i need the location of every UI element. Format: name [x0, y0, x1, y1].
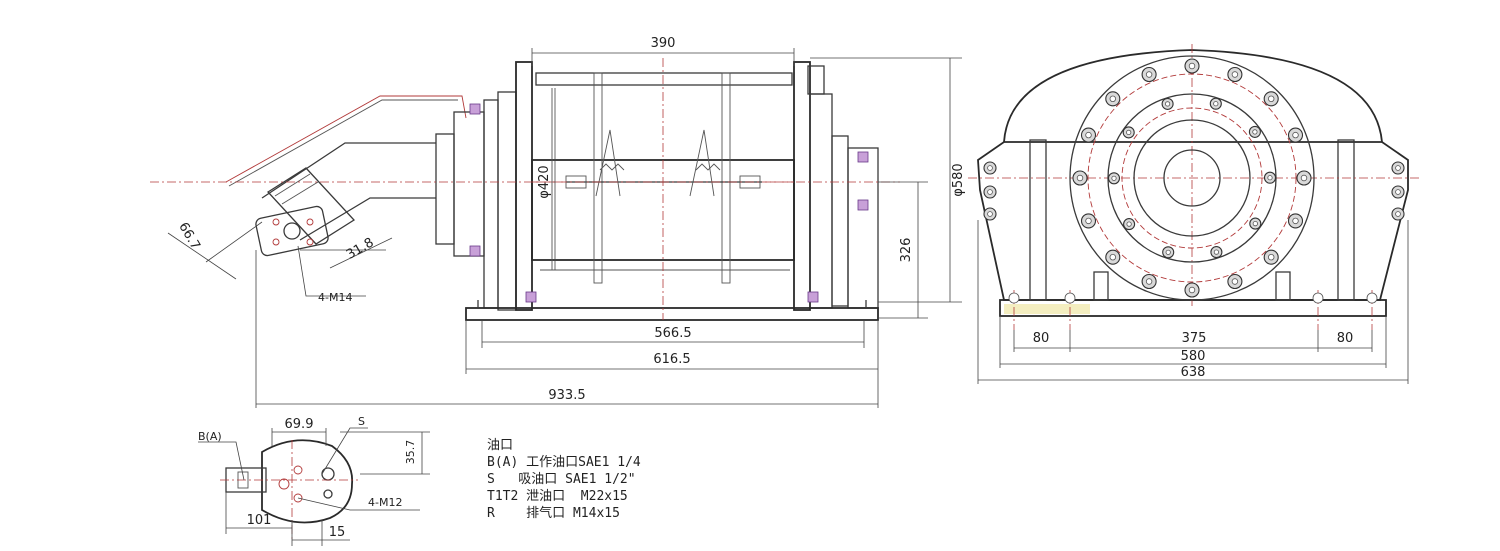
side-gear-outer-ring: [1069, 55, 1315, 301]
notes-line-ba: B(A) 工作油口SAE1 1/4: [487, 455, 641, 470]
bolt-hole: [1111, 175, 1117, 181]
drum-flange-right: [793, 61, 811, 311]
dim-side-375: 375: [1182, 331, 1207, 346]
dim-port-35-7: 35.7: [404, 440, 417, 465]
bolt-hole: [1300, 174, 1308, 182]
bolt-hole: [1292, 131, 1299, 139]
dim-center-height-326: 326: [899, 238, 914, 263]
dim-length-616-5: 616.5: [653, 352, 690, 367]
bolt-hole: [1267, 95, 1275, 102]
notes-line-r: R 排气口 M14x15: [487, 506, 620, 521]
port-flange-body: [261, 439, 354, 524]
gearbox-end: [847, 147, 879, 309]
bolt-hole: [1292, 217, 1299, 225]
side-bolt-circle: [1072, 58, 1312, 298]
top-guard-bar: [535, 72, 793, 86]
dim-width-390: 390: [651, 36, 676, 51]
bolt-hole: [1231, 71, 1239, 78]
dim-motor-31-8: 31.8: [344, 235, 377, 262]
bolt-hole: [1145, 278, 1153, 285]
dim-drum-dia-420: φ420: [537, 165, 552, 198]
bolt-hole: [1076, 174, 1084, 182]
port-detail-view: 69.9 S 35.7 B(A) 4-M12 101 15: [198, 415, 430, 546]
motor-body-bottom: [299, 197, 436, 241]
side-base-bolts: [1008, 290, 1378, 330]
motor-port-plate: [255, 205, 329, 257]
bolt-hole: [1267, 254, 1275, 261]
bolt-hole: [1145, 71, 1153, 78]
bolt-hole: [1252, 129, 1258, 135]
bolt-hole: [1109, 95, 1116, 102]
dim-length-566-5: 566.5: [654, 326, 691, 341]
dim-side-638: 638: [1181, 365, 1206, 380]
motor-mount-flange: [435, 133, 455, 245]
bolt-hole: [1126, 129, 1132, 135]
dim-port-15: 15: [329, 525, 346, 540]
drum-flange-left: [515, 61, 533, 311]
side-view: [968, 44, 1420, 330]
label-4-m14: 4-M14: [318, 291, 352, 304]
dim-port-69-9: 69.9: [285, 417, 314, 432]
bolt-hole: [1085, 217, 1092, 225]
base-frame: [465, 307, 879, 321]
dim-port-101: 101: [247, 513, 272, 528]
bolt-hole: [1213, 101, 1219, 107]
bolt-hole: [1126, 221, 1132, 227]
hydraulic-hose: [225, 95, 467, 183]
bolt-hole: [1165, 101, 1171, 107]
front-view: [150, 58, 900, 321]
port-legend-notes: 油口 B(A) 工作油口SAE1 1/4 S 吸油口 SAE1 1/2" T1T…: [487, 437, 641, 522]
bolt-hole: [1085, 131, 1092, 139]
dim-side-80-right: 80: [1337, 331, 1354, 346]
motor-flange: [266, 167, 356, 245]
label-port-ba: B(A): [198, 430, 222, 443]
bolt-hole: [1231, 278, 1239, 285]
label-port-s: S: [358, 415, 365, 428]
side-shaft-hub: [1163, 149, 1221, 207]
dim-side-580: 580: [1181, 349, 1206, 364]
motor-body-top: [261, 142, 436, 199]
dim-motor-66-7: 66.7: [175, 220, 202, 253]
bolt-hole: [1188, 62, 1196, 70]
front-view-dimensions: 390 φ420 φ580 326 566.5 616.5 933.5 66.7: [167, 36, 966, 408]
bolt-hole: [1252, 221, 1258, 227]
side-frame: [977, 141, 1409, 301]
bolt-hole: [1188, 286, 1196, 294]
notes-line-t1t2: T1T2 泄油口 M22x15: [487, 489, 628, 504]
dim-flange-dia-580: φ580: [951, 163, 966, 196]
label-4-m12: 4-M12: [368, 496, 402, 509]
bolt-hole: [1165, 249, 1171, 255]
bolt-hole: [1267, 175, 1273, 181]
side-view-dimensions: 80 375 80 580 638: [977, 220, 1409, 384]
notes-title: 油口: [487, 438, 514, 453]
bolt-hole: [1213, 249, 1220, 255]
notes-line-s: S 吸油口 SAE1 1/2": [487, 472, 636, 487]
bolt-hole: [1109, 254, 1116, 261]
dim-length-933-5: 933.5: [548, 388, 585, 403]
dim-side-80-left: 80: [1033, 331, 1050, 346]
